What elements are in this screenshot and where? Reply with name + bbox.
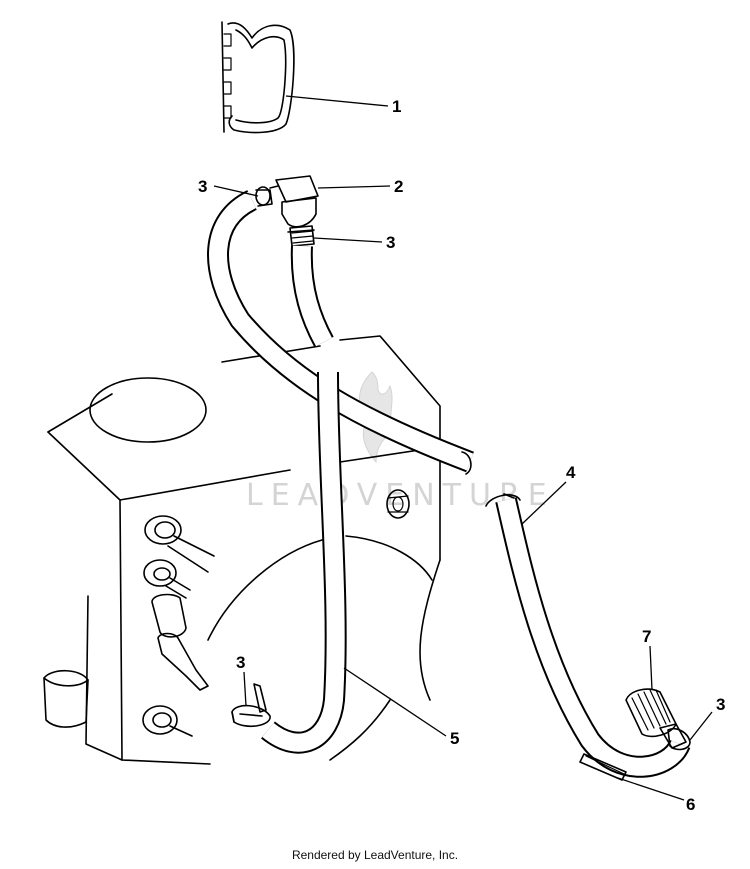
fill-cap-opening <box>89 377 207 443</box>
footer-credit: Rendered by LeadVenture, Inc. <box>291 848 459 862</box>
tank-fittings <box>142 515 215 737</box>
callout-3-top-left: 3 <box>198 177 207 196</box>
hose-clamp-part-3-right <box>667 727 691 751</box>
elbow-fitting-part-2 <box>275 175 319 247</box>
callout-4: 4 <box>566 463 576 482</box>
tank <box>47 335 447 765</box>
callout-1: 1 <box>392 97 401 116</box>
leader-lines <box>213 95 713 801</box>
hose-clamp-part-3-lower <box>231 683 271 728</box>
callout-3-upper: 3 <box>386 233 395 252</box>
callout-7: 7 <box>642 627 651 646</box>
callout-6: 6 <box>686 795 695 814</box>
hose-clamp-part-3-upper <box>287 229 315 233</box>
callout-5: 5 <box>450 729 459 748</box>
hoses <box>207 190 691 778</box>
edge-trim-part-1 <box>221 21 295 134</box>
small-cap <box>43 669 89 728</box>
callout-3-lower: 3 <box>236 653 245 672</box>
hose-clamp-part-3-top <box>255 185 279 207</box>
fuel-filter-part-7 <box>625 688 687 749</box>
callout-2: 2 <box>394 177 403 196</box>
callout-3-right: 3 <box>716 695 725 714</box>
